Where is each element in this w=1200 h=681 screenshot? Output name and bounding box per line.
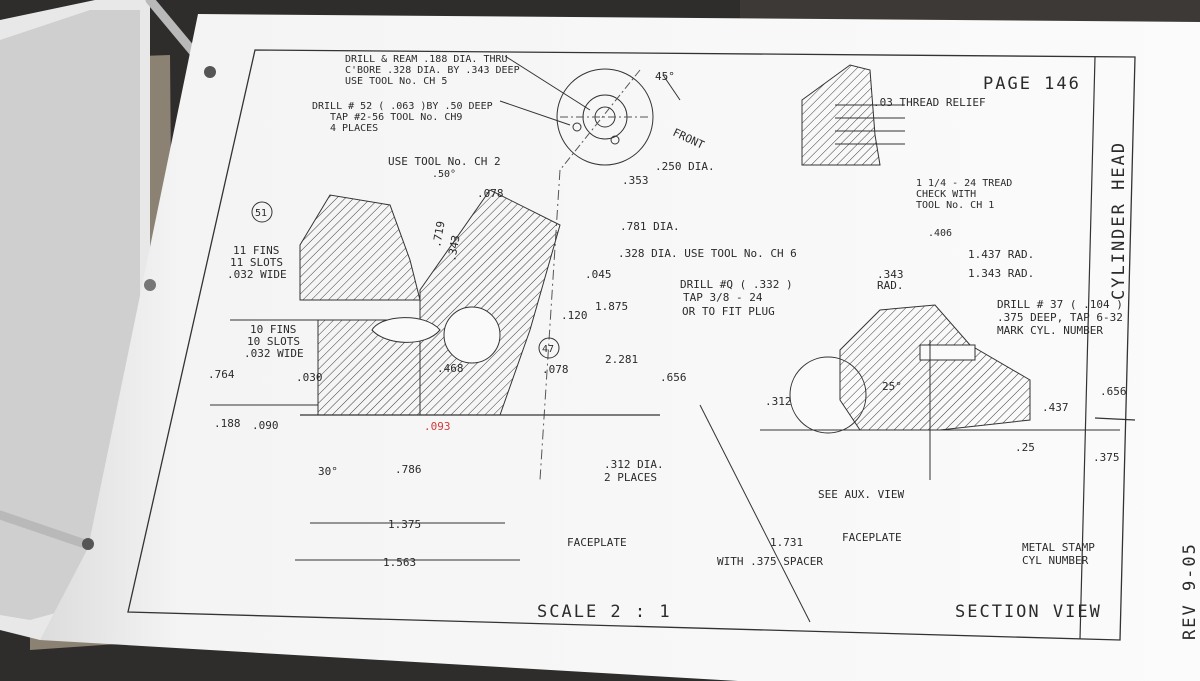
dim-1875: 1.875 [595,300,628,313]
note-see-aux: SEE AUX. VIEW [818,488,904,501]
note-tread-2: CHECK WITH [916,189,976,200]
drawing-title: CYLINDER HEAD [1109,141,1129,300]
top-view [539,68,681,481]
dim-375: .375 [1093,451,1120,464]
dim-312: .312 [765,395,792,408]
dim-764: .764 [208,368,235,381]
revision-label: REV 9-05 [1180,542,1200,640]
dim-45: 45° [655,70,675,83]
note-faceplate-left: FACEPLATE [567,536,627,549]
dim-078b: .078 [542,363,569,376]
dim-719: .719 [430,220,447,248]
note-drill37-2: .375 DEEP, TAP 6-32 [997,311,1123,324]
title-block-divider [1094,417,1136,421]
handwritten-093: .093 [424,420,451,433]
leader-drill52 [499,100,571,126]
note-fins10-1: 10 FINS [250,323,296,336]
note-drill37-3: MARK CYL. NUMBER [997,324,1103,337]
scale-label: SCALE 2 : 1 [537,602,672,622]
dim-406: .406 [928,228,952,239]
drawing-border [127,49,1136,641]
dim-25: .25 [1015,441,1035,454]
note-drillq-3: OR TO FIT PLUG [682,305,775,318]
title-block-line [1079,56,1096,640]
section-view [760,304,1120,434]
leader-drill-ream [504,55,591,111]
dim-437: .437 [1042,401,1069,414]
note-spacer-1: 1.731 [770,536,803,549]
dim-50: .50° [432,169,456,180]
note-fins10-2: 10 SLOTS [247,335,300,348]
note-rad343b: RAD. [877,279,904,292]
side-elevation [210,189,660,416]
dim-078a: .078 [477,187,504,200]
note-use-tool-ch2: USE TOOL No. CH 2 [388,155,501,168]
note-drill-ream-3: USE TOOL No. CH 5 [345,76,447,87]
note-fins11-3: .032 WIDE [227,268,287,281]
balloon-47 [538,337,560,359]
note-tread-3: TOOL No. CH 1 [916,200,994,211]
dim-25deg: 25° [882,380,902,393]
note-fins11-2: 11 SLOTS [230,256,283,269]
punch-hole-top [204,66,216,78]
dim-656a: .656 [660,371,687,384]
note-thread-relief: .03 THREAD RELIEF [873,96,986,109]
note-drill52-1: DRILL # 52 ( .063 )BY .50 DEEP [312,101,493,112]
note-stamp-2: CYL NUMBER [1022,554,1089,567]
note-dia328: .328 DIA. USE TOOL No. CH 6 [618,247,797,260]
note-drill52-2: TAP #2-56 TOOL No. CH9 [330,112,462,123]
note-drill52-3: 4 PLACES [330,123,378,134]
balloon-51 [251,201,273,223]
dim-468: .468 [437,362,464,375]
dim-343: .343 [445,234,462,262]
note-faceplate-right: FACEPLATE [842,531,902,544]
note-drill37-1: DRILL # 37 ( .104 ) [997,298,1123,311]
note-dia312-2: 2 PLACES [604,471,657,484]
note-stamp-1: METAL STAMP [1022,541,1095,554]
thread-detail [801,64,905,166]
dim-line-1731 [699,404,811,623]
note-drill-ream-2: C'BORE .328 DIA. BY .343 DEEP [345,65,520,76]
section-view-label: SECTION VIEW [955,602,1102,622]
note-tread-1: 1 1/4 - 24 TREAD [916,178,1012,189]
note-rad1343: 1.343 RAD. [968,267,1034,280]
note-fins11-1: 11 FINS [233,244,279,257]
dim-30: 30° [318,465,338,478]
dim-120: .120 [561,309,588,322]
dim-1563: 1.563 [383,556,416,569]
note-rad1437: 1.437 RAD. [968,248,1034,261]
punch-hole-bottom [82,538,94,550]
note-spacer-2: WITH .375 SPACER [717,555,823,568]
drawing-sheet [40,14,1200,681]
binder-ring-bottom [0,510,93,550]
dim-030: .030 [296,371,323,384]
note-dia312-1: .312 DIA. [604,458,664,471]
note-dia781: .781 DIA. [620,220,680,233]
balloon-47-label: 47 [542,344,554,355]
balloon-51-label: 51 [255,208,267,219]
dim-2281: 2.281 [605,353,638,366]
note-drill-ream-1: DRILL & REAM .188 DIA. THRU [345,54,508,65]
note-rad343: .343 [877,268,904,281]
dia-250: .250 DIA. [655,160,715,173]
punch-hole-middle [144,279,156,291]
dim-045: .045 [585,268,612,281]
dim-1375: 1.375 [388,518,421,531]
dim-353: .353 [622,174,649,187]
note-drillq-2: TAP 3/8 - 24 [683,291,763,304]
dim-188: .188 [214,417,241,430]
note-drillq-1: DRILL #Q ( .332 ) [680,278,793,291]
dim-786: .786 [395,463,422,476]
note-fins10-3: .032 WIDE [244,347,304,360]
dim-656b: .656 [1100,385,1127,398]
dim-090: .090 [252,419,279,432]
page-number: PAGE 146 [983,74,1081,94]
